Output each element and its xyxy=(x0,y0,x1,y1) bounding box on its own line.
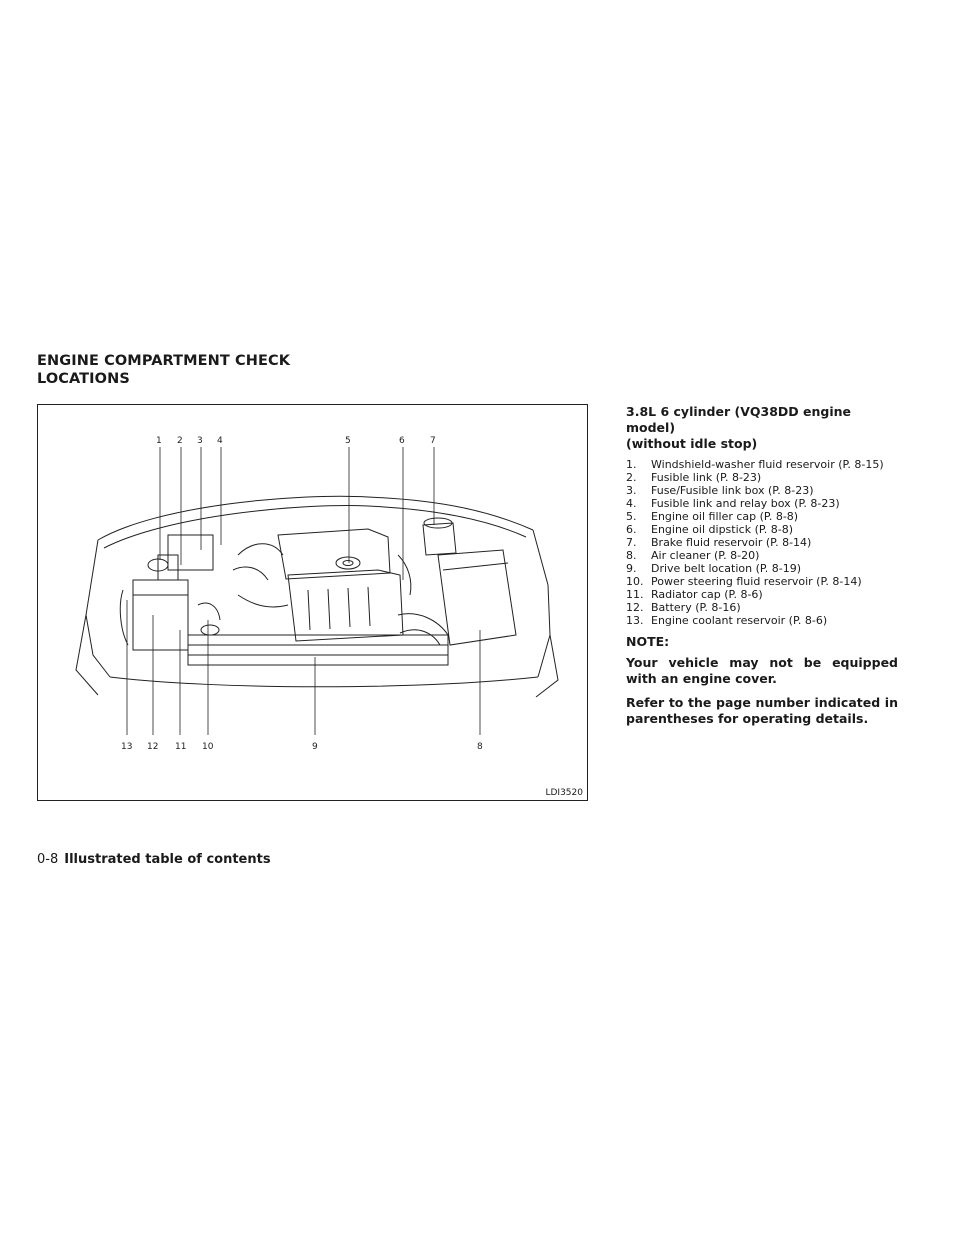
page-footer: 0-8 Illustrated table of contents xyxy=(37,852,271,867)
list-item: 13.Engine coolant reservoir (P. 8-6) xyxy=(626,614,828,627)
list-item: 5.Engine oil filler cap (P. 8-8) xyxy=(626,510,799,523)
callout-9: 9 xyxy=(312,742,318,752)
list-item: 10.Power steering fluid reservoir (P. 8-… xyxy=(626,575,862,588)
list-item: 11.Radiator cap (P. 8-6) xyxy=(626,588,763,601)
callout-13: 13 xyxy=(121,742,132,752)
callout-1: 1 xyxy=(156,436,162,446)
callout-5: 5 xyxy=(345,436,351,446)
engine-compartment-illustration: 1 2 3 4 5 6 7 13 12 11 10 9 8 LDI3520 xyxy=(37,404,588,801)
callout-6: 6 xyxy=(399,436,405,446)
figure-code: LDI3520 xyxy=(545,788,583,798)
note-engine-cover: Your vehicle may not be equipped with an… xyxy=(626,655,898,686)
list-item: 12.Battery (P. 8-16) xyxy=(626,601,741,614)
callout-3: 3 xyxy=(197,436,203,446)
subheading-line1: 3.8L 6 cylinder (VQ38DD engine model) xyxy=(626,404,851,435)
section-heading-line1: ENGINE COMPARTMENT CHECK xyxy=(37,353,291,369)
engine-drawing: 1 2 3 4 5 6 7 13 12 11 10 9 8 xyxy=(75,436,559,752)
engine-model-subheading: 3.8L 6 cylinder (VQ38DD engine model) (w… xyxy=(626,404,898,452)
check-locations-content: 3.8L 6 cylinder (VQ38DD engine model) (w… xyxy=(626,404,898,735)
subheading-line2: (without idle stop) xyxy=(626,436,758,451)
page-number: 0-8 xyxy=(37,852,59,867)
footer-section-title: Illustrated table of contents xyxy=(64,852,271,867)
callout-10: 10 xyxy=(202,742,214,752)
note-title: NOTE: xyxy=(626,634,670,649)
list-item: 7.Brake fluid reservoir (P. 8-14) xyxy=(626,536,812,549)
list-item: 3.Fuse/Fusible link box (P. 8-23) xyxy=(626,484,814,497)
section-heading: ENGINE COMPARTMENT CHECK LOCATIONS xyxy=(37,352,290,388)
list-item: 4.Fusible link and relay box (P. 8-23) xyxy=(626,497,840,510)
callout-11: 11 xyxy=(175,742,186,752)
check-location-list: 1.Windshield-washer fluid reservoir (P. … xyxy=(626,458,898,627)
list-item: 9.Drive belt location (P. 8-19) xyxy=(626,562,802,575)
callout-2: 2 xyxy=(177,436,183,446)
list-item: 8.Air cleaner (P. 8-20) xyxy=(626,549,760,562)
list-item: 6.Engine oil dipstick (P. 8-8) xyxy=(626,523,794,536)
note-page-reference: Refer to the page number indicated in pa… xyxy=(626,695,898,726)
callout-12: 12 xyxy=(147,742,158,752)
list-item: 2.Fusible link (P. 8-23) xyxy=(626,471,762,484)
callout-7: 7 xyxy=(430,436,436,446)
callout-8: 8 xyxy=(477,742,483,752)
callout-4: 4 xyxy=(217,436,223,446)
list-item: 1.Windshield-washer fluid reservoir (P. … xyxy=(626,458,884,471)
section-heading-line2: LOCATIONS xyxy=(37,371,130,387)
